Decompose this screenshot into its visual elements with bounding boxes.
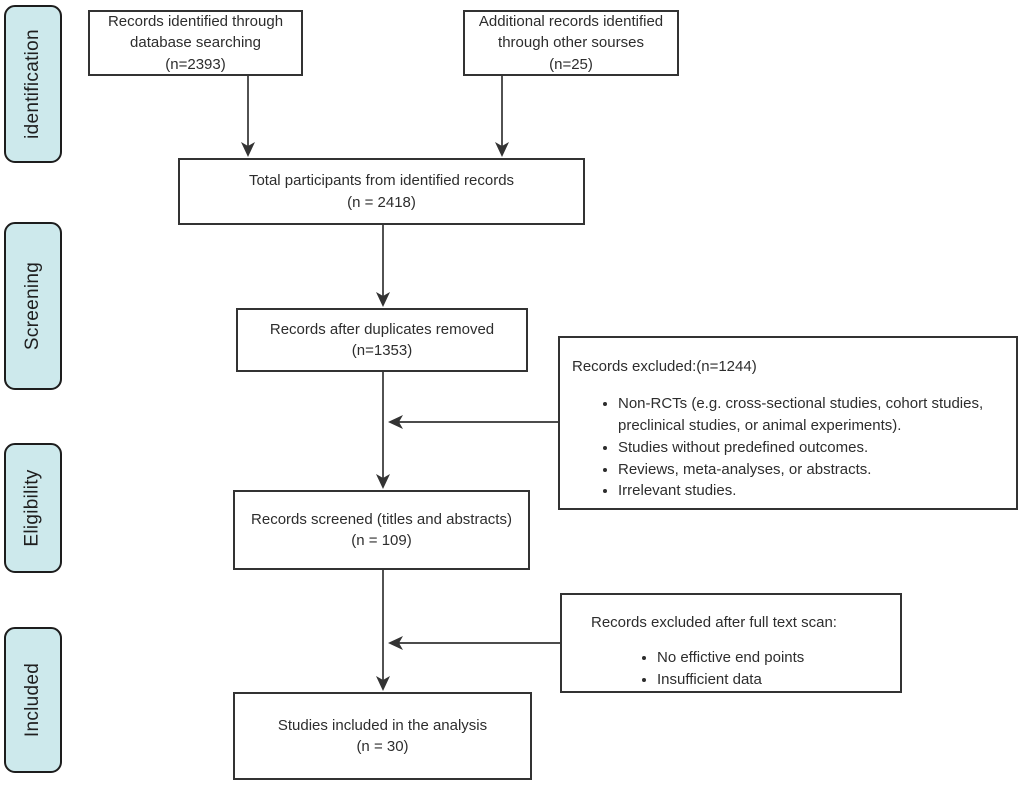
box-other-sources: Additional records identified through ot… (463, 10, 679, 76)
phase-identification-label: identification (22, 29, 44, 139)
box-studies-included-count: (n = 30) (356, 738, 409, 755)
arrowhead-screened-included (376, 676, 390, 691)
arrowhead-exclusion1 (388, 415, 403, 429)
box-studies-included: Studies included in the analysis (n = 30… (233, 692, 532, 780)
records-excluded-heading: Records excluded:(n=1244) (572, 358, 757, 375)
box-database-search: Records identified through database sear… (88, 10, 303, 76)
arrowhead-exclusion2 (388, 636, 403, 650)
box-studies-included-label: Studies included in the analysis (277, 716, 488, 734)
box-records-screened-count: (n = 109) (351, 532, 412, 549)
box-total-participants-count: (n = 2418) (347, 193, 416, 211)
arrowhead-dedup-screened (376, 474, 390, 489)
phase-identification: identification (4, 5, 62, 163)
phase-eligibility-label: Eligibility (22, 469, 43, 547)
fulltext-excluded-reason-insufficient-data: Insufficient data (657, 669, 894, 691)
phase-screening-label: Screening (22, 261, 44, 351)
box-fulltext-excluded: Records excluded after full text scan: N… (560, 593, 902, 693)
excluded-reason-no-predefined-outcomes: Studies without predefined outcomes. (618, 437, 1010, 459)
box-duplicates-removed: Records after duplicates removed (n=1353… (236, 308, 528, 372)
fulltext-excluded-reason-endpoints: No effictive end points (657, 647, 894, 669)
box-duplicates-removed-count: (n=1353) (351, 342, 413, 359)
box-duplicates-removed-label: Records after duplicates removed (269, 320, 495, 338)
phase-included-label: Included (22, 662, 44, 738)
excluded-reason-non-rcts: Non-RCTs (e.g. cross-sectional studies, … (618, 393, 1010, 437)
phase-screening: Screening (4, 222, 62, 390)
arrowhead-total-dedup (376, 292, 390, 307)
box-database-search-count: (n=2393) (165, 55, 226, 73)
excluded-reason-reviews: Reviews, meta-analyses, or abstracts. (618, 459, 1010, 481)
phase-included: Included (4, 627, 62, 773)
records-excluded-bullet-list: Non-RCTs (e.g. cross-sectional studies, … (560, 393, 1010, 502)
box-other-sources-count: (n=25) (549, 55, 593, 73)
fulltext-excluded-bullet-list: No effictive end points Insufficient dat… (562, 647, 894, 691)
box-total-participants: Total participants from identified recor… (178, 158, 585, 225)
arrowhead-dbsearch (241, 142, 255, 157)
box-records-excluded: Records excluded:(n=1244) Non-RCTs (e.g.… (558, 336, 1018, 510)
excluded-reason-irrelevant: Irrelevant studies. (618, 480, 1010, 502)
box-records-screened: Records screened (titles and abstracts) … (233, 490, 530, 570)
fulltext-excluded-heading: Records excluded after full text scan: (591, 614, 837, 631)
box-other-sources-label: Additional records identified through ot… (478, 13, 664, 52)
phase-eligibility: Eligibility (4, 443, 62, 573)
box-records-screened-label: Records screened (titles and abstracts) (251, 510, 512, 528)
arrowhead-othersources (495, 142, 509, 157)
box-total-participants-label: Total participants from identified recor… (248, 172, 515, 190)
box-database-search-label: Records identified through database sear… (107, 13, 284, 52)
